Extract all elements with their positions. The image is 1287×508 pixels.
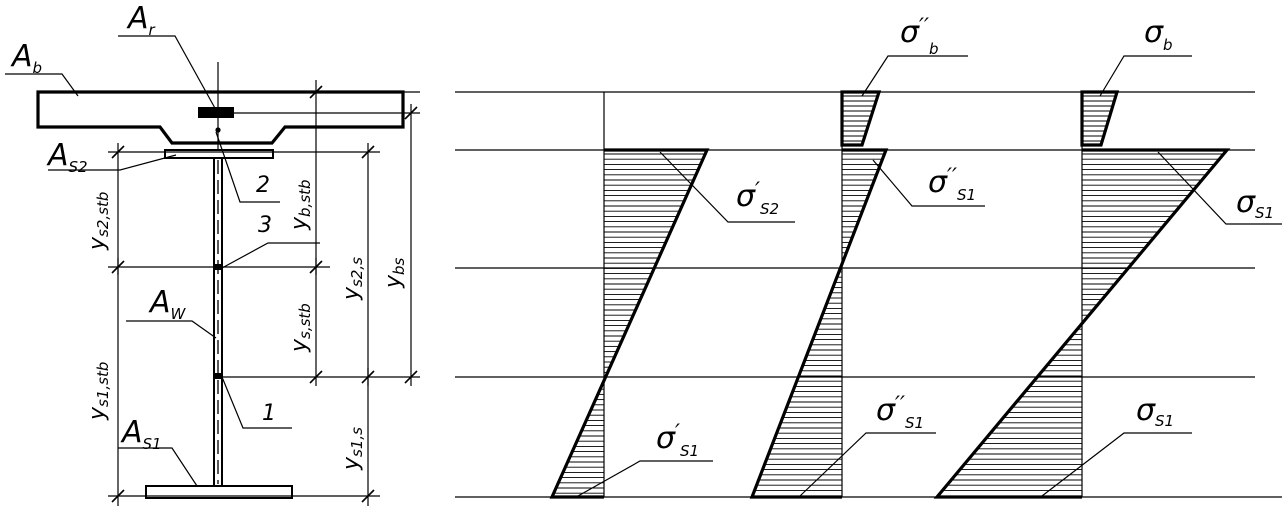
diagram-2-outline (749, 148, 889, 499)
hatch-diagram-2-bottom (754, 271, 842, 491)
diagram-3-slab-outline (1080, 90, 1120, 147)
cross-section: Ab Ar AS2 2 3 AW 1 AS1 ys2,stb ys1,stb y… (5, 1, 420, 506)
dim-ys2s: ys2,s (339, 257, 366, 301)
label-sigma-s1-bot: σS1 (1136, 393, 1174, 430)
label-sigma-s2p: σ′S2 (736, 179, 779, 218)
label-point-2: 2 (256, 173, 270, 198)
hatch-diagram-2-top (842, 153, 885, 264)
leader-sigma-s2p (659, 151, 795, 223)
dim-ysstb: ys,stb (287, 303, 314, 353)
concrete-slab (36, 90, 405, 145)
rebar (198, 107, 234, 118)
leader-sigma-s1pp-bot (799, 432, 936, 497)
hatch-diagram-3-bottom (942, 323, 1082, 491)
dim-ys1stb: ys1,stb (85, 362, 112, 421)
leader-3 (221, 242, 320, 269)
leader-sigma-s1-top (1157, 151, 1282, 225)
label-sigma-s1pp-top: σ′′S1 (928, 165, 976, 204)
label-sigma-b2: σ′′b (900, 15, 939, 58)
label-as2: AS2 (46, 138, 88, 176)
leader-aw (126, 320, 217, 339)
dim-ybstb: yb,stb (287, 179, 314, 231)
hatch-diagram-3-slab (1082, 95, 1116, 142)
label-as1: AS1 (120, 415, 162, 453)
leader-as2 (48, 154, 177, 171)
label-sigma-b: σb (1144, 15, 1173, 54)
dim-ybs: ybs (381, 257, 408, 289)
label-point-1: 1 (262, 401, 276, 426)
label-sigma-s1p: σ′S1 (656, 421, 699, 460)
leader-2 (215, 131, 280, 203)
diagram-2-slab-outline (840, 90, 882, 147)
leader-1 (221, 376, 292, 429)
hatch-diagram-3-top (1082, 153, 1224, 316)
label-aw: AW (148, 285, 187, 323)
hatch-diagram-2-slab (842, 95, 878, 142)
diagram-1-outline (549, 148, 710, 499)
label-point-3: 3 (258, 213, 272, 238)
hatch-diagram-1-top (604, 153, 706, 373)
leader-sigma-s1p (577, 460, 713, 497)
leader-ab (5, 73, 79, 97)
leader-sigma-s1pp-top (872, 159, 985, 207)
point-1-dot (215, 373, 221, 379)
label-ab: Ab (10, 39, 42, 77)
leader-sigma-b (1099, 55, 1192, 97)
dimension-ticks (111, 85, 418, 503)
leader-as1 (118, 447, 198, 487)
hatch-diagram-1-bottom (553, 383, 604, 494)
leader-sigma-s1-bot (1041, 432, 1192, 497)
dim-ys1s: ys1,s (339, 427, 366, 471)
bottom-flange (145, 485, 293, 499)
leader-ar (118, 35, 217, 111)
label-sigma-s1pp-bot: σ′′S1 (876, 393, 924, 432)
leader-sigma-b2 (861, 55, 968, 97)
diagram-3-outline (933, 148, 1231, 499)
stress-diagrams: σ′′b σb σ′S2 σ′′S1 σS1 σ′S1 σ′′S1 σS1 (455, 15, 1282, 499)
label-sigma-s1-top: σS1 (1236, 185, 1274, 222)
label-ar: Ar (126, 1, 156, 39)
dim-ys2stb: ys2,stb (85, 192, 112, 251)
top-flange (164, 149, 274, 159)
